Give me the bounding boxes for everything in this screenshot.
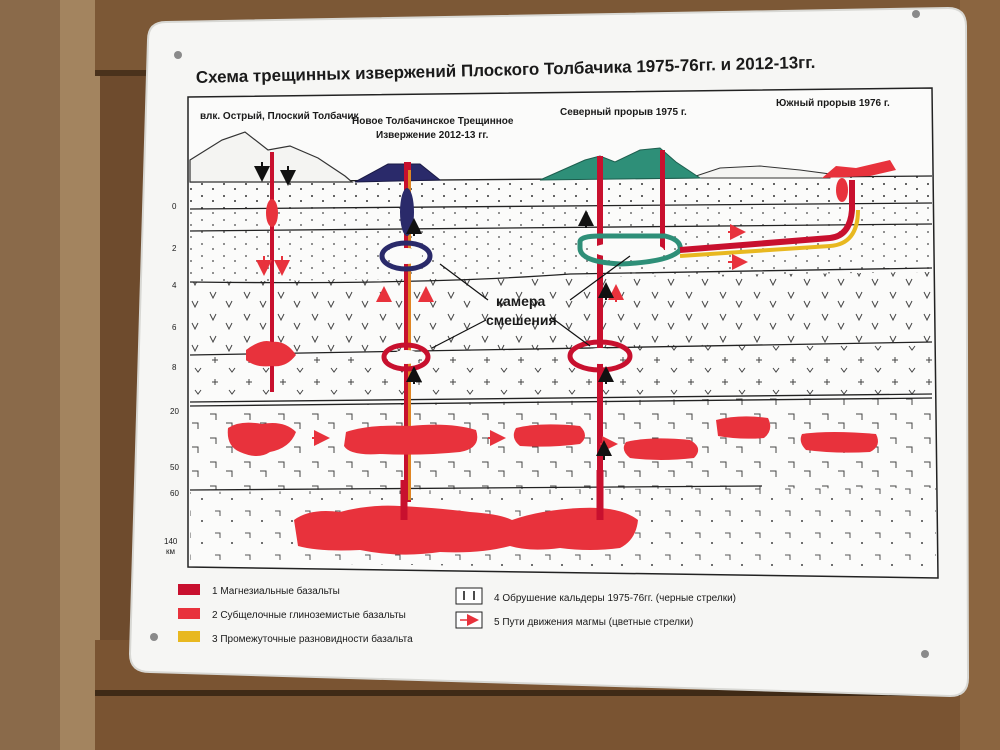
legend-swatch-black-arrows [455, 587, 483, 605]
section-label-new-line1: Новое Толбачинское Трещинное [352, 115, 514, 127]
screw [150, 633, 158, 641]
legend-swatch-intermediate [178, 631, 200, 642]
cone-south-breakthrough [822, 160, 896, 178]
cone-new-eruption [354, 163, 442, 183]
legend-item-5: 5 Пути движения магмы (цветные стрелки) [494, 617, 693, 628]
legend-swatch-magnesian [178, 584, 200, 595]
callout-label-line2: смешения [486, 312, 557, 328]
depth-tick: 50 [170, 463, 179, 472]
screw [921, 650, 929, 658]
legend-item-3: 3 Промежуточные разновидности базальта [212, 633, 413, 645]
mountain-south [689, 165, 831, 179]
section-label-south: Южный прорыв 1976 г. [776, 98, 890, 109]
depth-tick: 4 [172, 281, 177, 290]
legend-swatch-subalkaline [178, 608, 200, 619]
screw [174, 51, 182, 59]
depth-tick: 8 [172, 363, 177, 372]
callout-label-line1: камера [496, 293, 545, 309]
depth-unit: км [166, 547, 175, 556]
legend-item-1: 1 Магнезиальные базальты [212, 585, 340, 597]
depth-tick: 2 [172, 244, 177, 253]
callout-lines [431, 255, 631, 349]
section-label-ostry: влк. Острый, Плоский Толбачик [200, 110, 360, 122]
screw [912, 10, 920, 18]
depth-tick: 6 [172, 323, 177, 332]
depth-scale: 0 2 4 6 8 20 50 60 140 км [164, 202, 179, 556]
section-label-new-line2: Извержение 2012-13 гг. [376, 130, 489, 141]
depth-tick: 140 [164, 537, 178, 546]
depth-tick: 0 [172, 202, 177, 211]
depth-tick: 20 [170, 407, 179, 416]
mantle-source [294, 505, 638, 555]
caldera-collapse-arrows [254, 162, 614, 460]
legend-item-4: 4 Обрушение кальдеры 1975-76гг. (черные … [494, 592, 736, 604]
section-label-north: Северный прорыв 1975 г. [560, 107, 687, 118]
legend-item-2: 2 Субщелочные глиноземистые базальты [212, 609, 406, 621]
legend: 1 Магнезиальные базальты 2 Субщелочные г… [178, 584, 736, 645]
depth-tick: 60 [170, 489, 179, 498]
